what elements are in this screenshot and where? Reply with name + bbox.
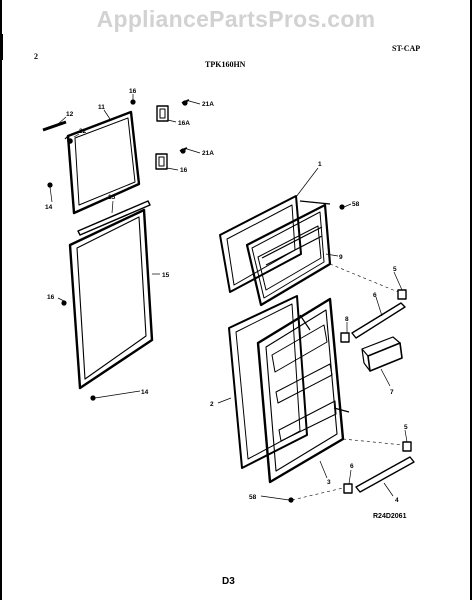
right-scan-edge (470, 0, 472, 600)
page-code: D3 (222, 576, 235, 587)
construction-lines (291, 263, 404, 501)
callout-2: 2 (210, 401, 214, 408)
callout-4: 4 (395, 497, 399, 504)
shelf-bar-6-upper (351, 302, 406, 339)
leader-lines (49, 94, 408, 501)
callout-7: 7 (390, 389, 394, 396)
dairy-bin-7 (361, 336, 403, 372)
diagram-code: R24D2061 (373, 513, 407, 520)
callout-15-lower: 15 (162, 272, 170, 279)
binding-mark (0, 34, 3, 60)
callout-16-left: 16 (47, 294, 55, 301)
model-number: TPK160HN (205, 60, 246, 69)
freezer-door-11 (64, 110, 141, 215)
fresh-food-door-gasket-15 (68, 208, 154, 390)
page-number: 2 (34, 52, 38, 61)
screw-21a-lower (179, 147, 188, 154)
callout-3: 3 (327, 479, 331, 486)
freezer-inner-liner-9 (245, 200, 332, 307)
end-cap-5-lower (402, 441, 412, 452)
handle-strip-12 (42, 120, 67, 132)
watermark: AppliancePartsPros.com (96, 6, 376, 32)
screw-14-upper (47, 182, 53, 188)
end-cap-8 (340, 332, 350, 343)
end-cap-5-upper (397, 289, 407, 300)
callout-9: 9 (339, 254, 343, 261)
callout-16a: 16A (178, 120, 190, 127)
screw-21a-upper (181, 99, 190, 106)
end-cap-6-lower (343, 483, 353, 494)
left-scan-edge (0, 0, 2, 600)
callout-6-top: 6 (373, 292, 377, 299)
callout-14-upper: 14 (45, 204, 53, 211)
callout-16-mid: 16 (180, 167, 188, 174)
screw-16-top (130, 99, 136, 105)
callout-5-top: 5 (393, 266, 397, 273)
callout-22: 22 (79, 128, 87, 135)
hinge-16a (156, 105, 169, 122)
trim-strip-15 (77, 200, 151, 236)
callout-5-bottom: 5 (404, 424, 408, 431)
callout-21a-mid: 21A (202, 150, 214, 157)
section-label: ST-CAP (392, 44, 421, 53)
callout-58-bottom: 58 (249, 494, 257, 501)
callout-16-top: 16 (129, 88, 137, 95)
fresh-food-gasket-2 (228, 295, 308, 469)
callout-12: 12 (66, 111, 74, 118)
screw-58-top (339, 204, 345, 210)
callout-15-upper: 15 (108, 194, 116, 201)
screw-14-lower (90, 395, 96, 401)
callout-8: 8 (345, 316, 349, 323)
callout-21a-top: 21A (202, 101, 214, 108)
callout-11: 11 (98, 104, 105, 111)
hinge-16 (155, 153, 168, 170)
callout-58-top: 58 (352, 201, 360, 208)
callout-14-lower: 14 (141, 389, 149, 396)
callout-1: 1 (318, 161, 322, 168)
shelf-bar-4-lower (355, 456, 415, 493)
screw-22 (67, 138, 73, 144)
callout-6-bottom: 6 (350, 463, 354, 470)
